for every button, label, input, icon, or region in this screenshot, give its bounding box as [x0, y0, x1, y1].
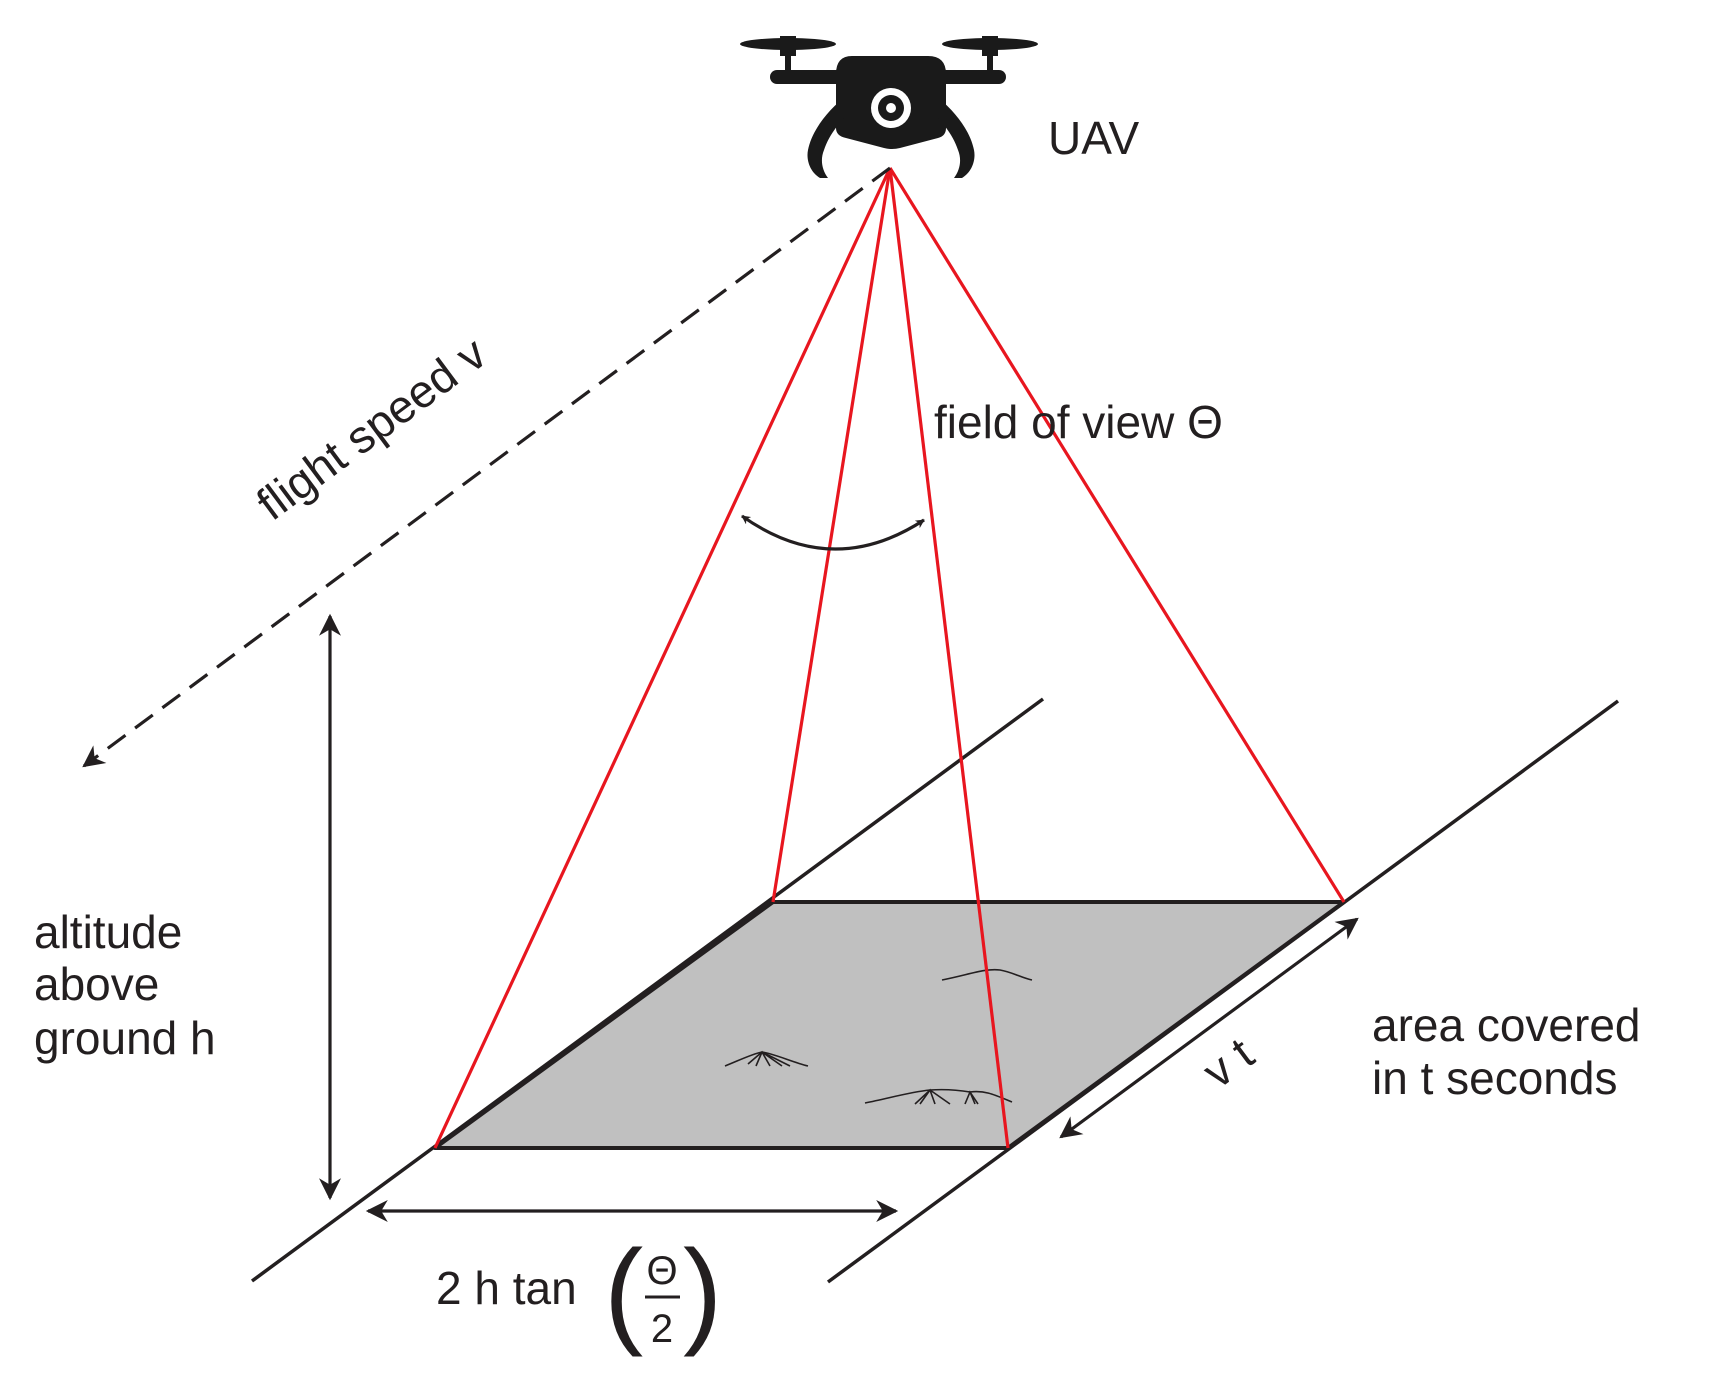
altitude-label-line3: ground h	[34, 1012, 216, 1064]
fov-line-front-left	[771, 167, 892, 903]
ground-width-formula-numerator: Θ	[646, 1249, 677, 1293]
vt-label: v t	[1193, 1027, 1263, 1098]
ground-width-formula-prefix: 2 h tan	[436, 1262, 577, 1314]
ground-track-left	[250, 697, 1045, 1283]
vt-arrow	[1059, 917, 1359, 1139]
field-of-view-label: field of view Θ	[934, 396, 1223, 448]
fov-line-back-left	[433, 167, 892, 1149]
drone-icon	[740, 36, 1038, 178]
terrain-sketch	[724, 968, 1033, 1105]
altitude-label-line2: above	[34, 958, 159, 1010]
uav-label: UAV	[1048, 112, 1139, 164]
flight-speed-arrow	[82, 166, 891, 768]
area-covered-label-line2: in t seconds	[1372, 1052, 1617, 1104]
ground-width-formula-denominator: 2	[651, 1307, 673, 1351]
ground-width-formula-open-paren: (	[604, 1226, 643, 1358]
area-covered-label-line1: area covered	[1372, 999, 1641, 1051]
fov-angle-arc	[741, 514, 925, 551]
ground-width-formula-close-paren: )	[683, 1226, 722, 1358]
fov-line-back-right	[888, 167, 1010, 1149]
field-of-view-lines	[433, 167, 1346, 1149]
flight-speed-label: flight speed v	[247, 327, 496, 530]
fov-line-front-right	[888, 167, 1346, 903]
altitude-label-line1: altitude	[34, 906, 182, 958]
ground-footprint	[433, 900, 1346, 1150]
